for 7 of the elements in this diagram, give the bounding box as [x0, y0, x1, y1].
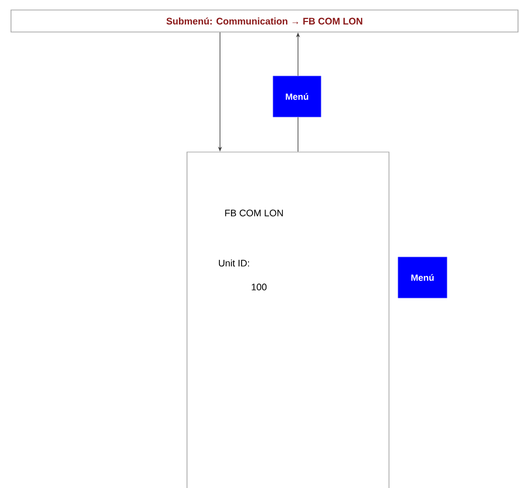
submenu-bar: Submenú: Communication → FB COM LON [10, 10, 518, 32]
screen-title: FB COM LON [225, 210, 283, 216]
menu-button: Menú [272, 76, 322, 118]
menu-button: Menú [398, 256, 448, 298]
field-label: Unit ID: [218, 260, 249, 266]
screen-box [186, 152, 390, 488]
field-value: 100 [252, 284, 267, 290]
